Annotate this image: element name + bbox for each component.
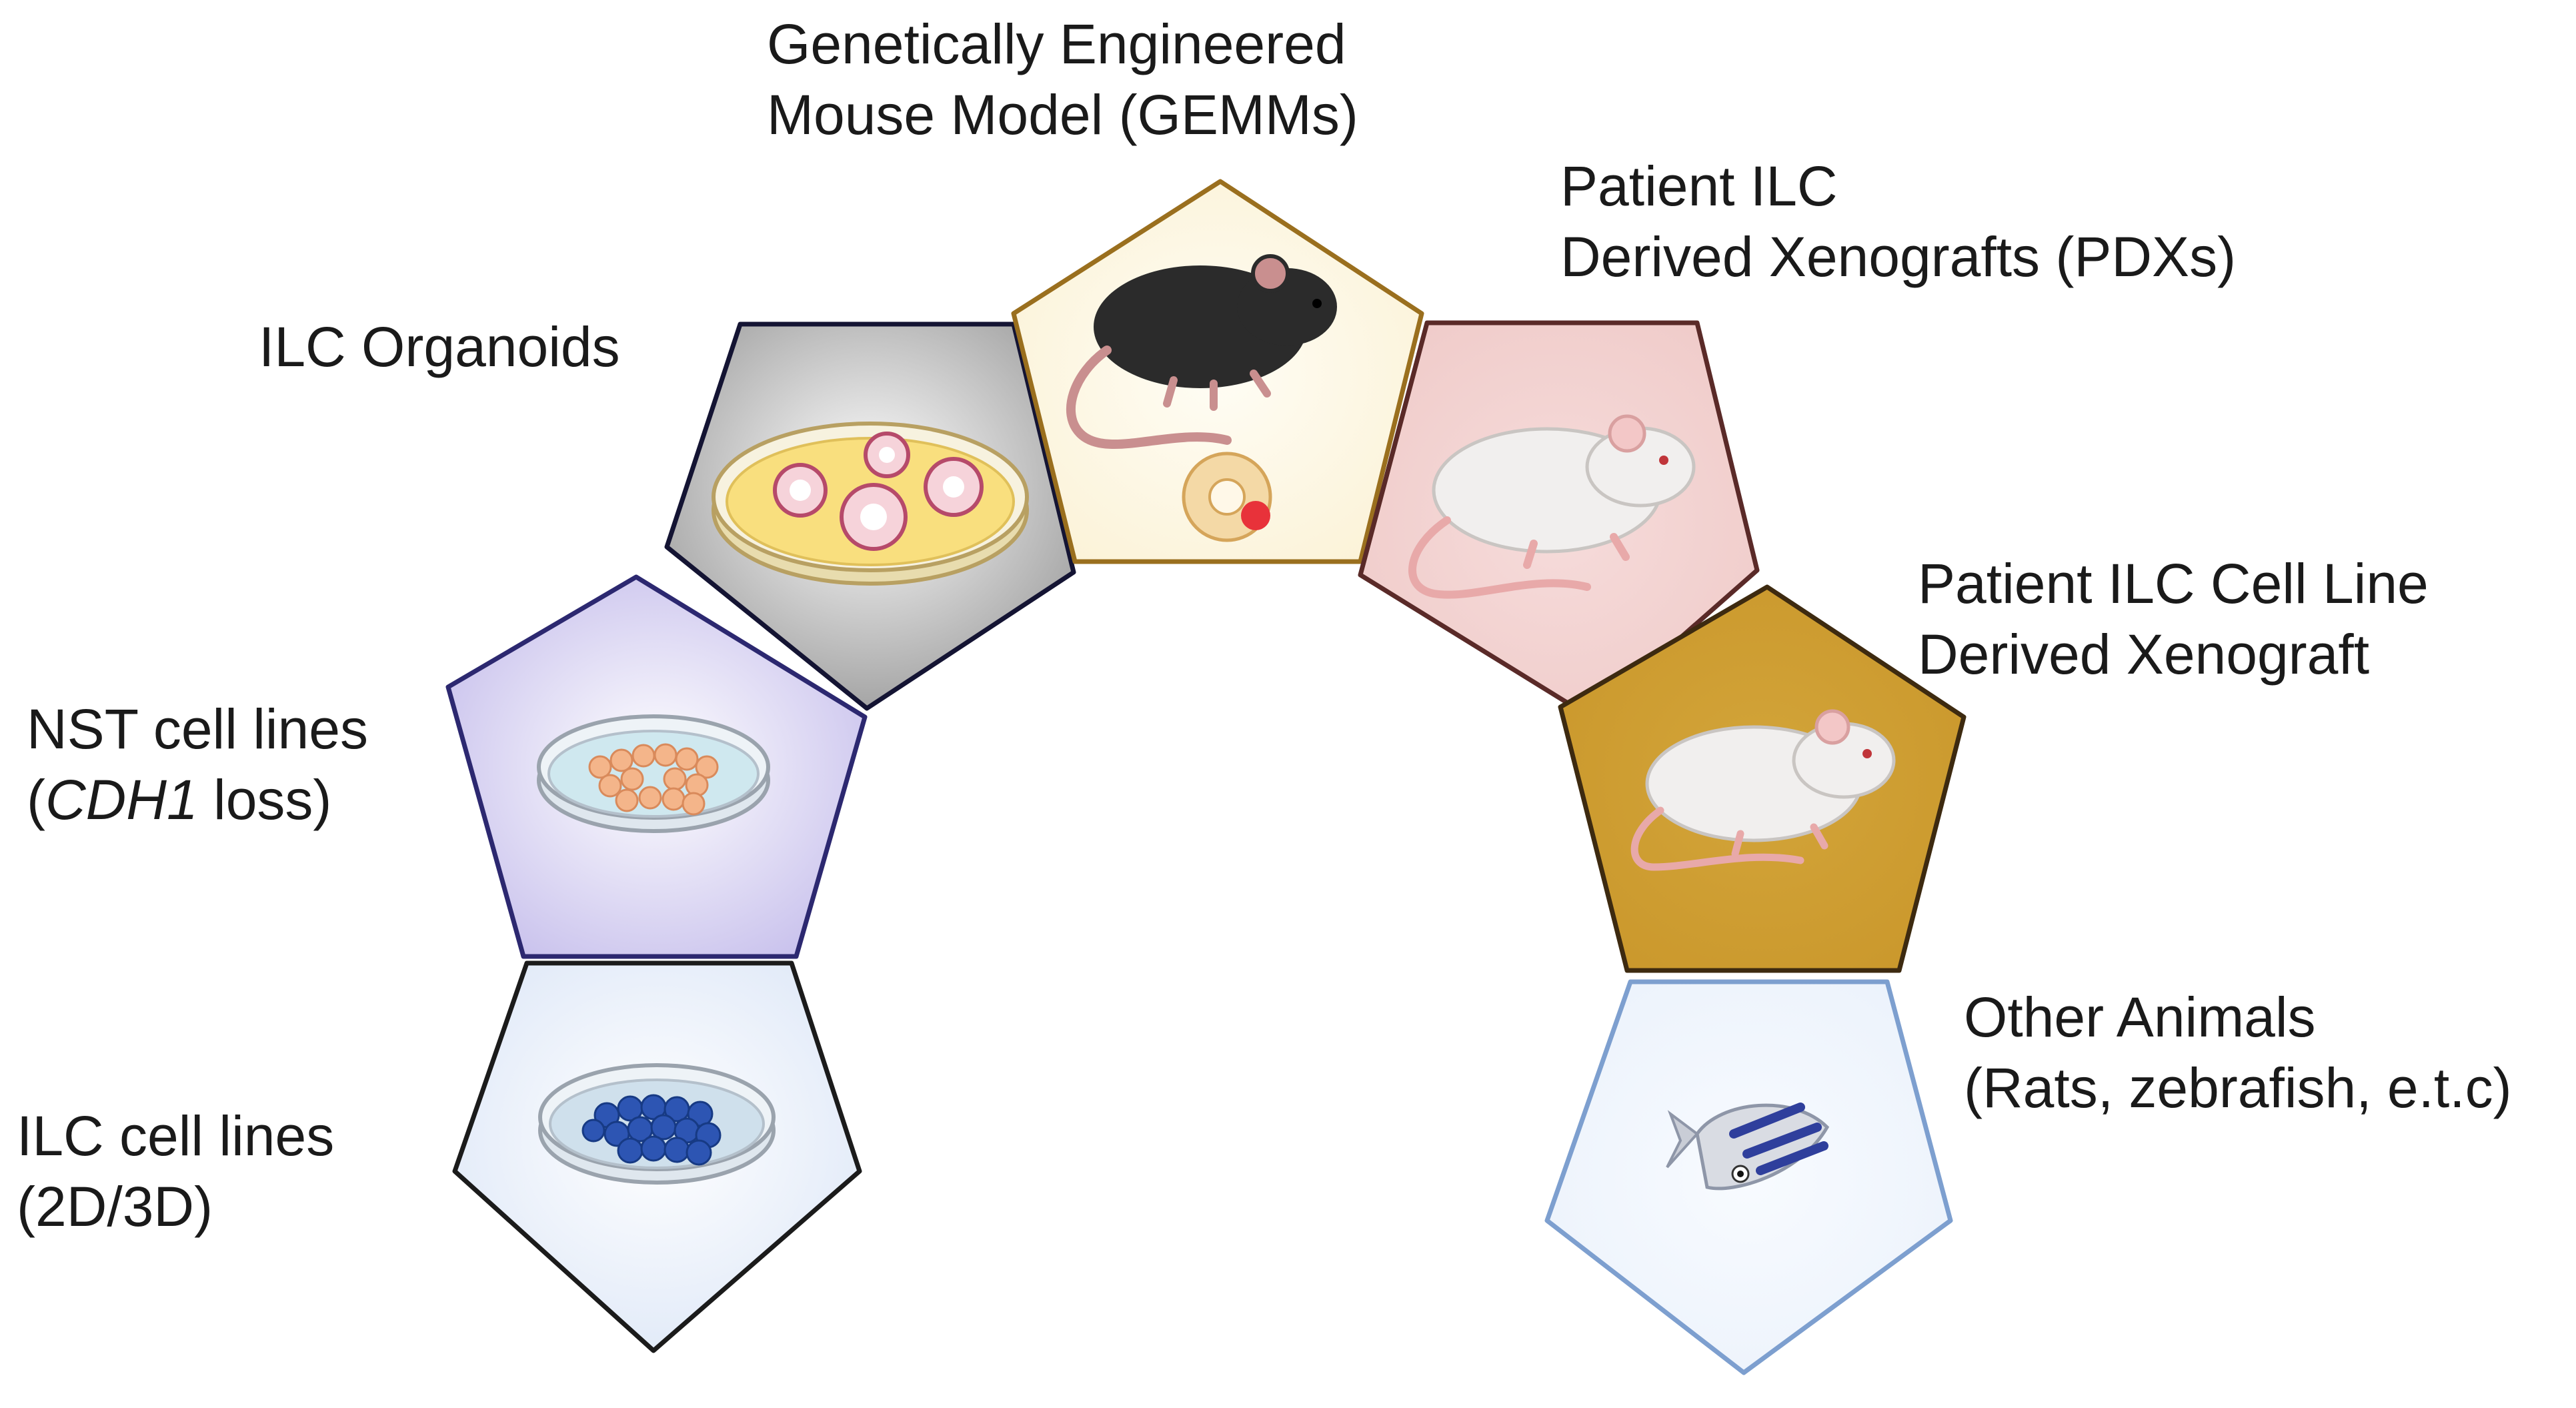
gene-name: CDH1 — [45, 768, 198, 831]
petri-dish-organoids-icon — [712, 422, 1029, 586]
white-mouse-icon-pdx — [1408, 414, 1696, 599]
petri-dish-orange-cells-icon — [537, 714, 770, 833]
label-gemms: Genetically Engineered Mouse Model (GEMM… — [767, 13, 1358, 146]
zebrafish-icon — [1666, 1103, 1830, 1191]
label-ilc-organoids: ILC Organoids — [259, 315, 620, 378]
label-nst-cell-lines: NST cell lines (CDH1 loss) — [27, 698, 368, 831]
black-mouse-icon — [1066, 254, 1337, 542]
petri-dish-blue-cells-icon — [538, 1063, 776, 1185]
label-pdx: Patient ILC Derived Xenografts (PDXs) — [1560, 155, 2237, 288]
label-other-animals: Other Animals (Rats, zebrafish, e.t.c) — [1964, 986, 2512, 1119]
label-ilc-cell-lines: ILC cell lines (2D/3D) — [17, 1105, 335, 1238]
white-mouse-icon-cdx — [1630, 709, 1896, 871]
label-cdx: Patient ILC Cell Line Derived Xenograft — [1918, 552, 2429, 686]
